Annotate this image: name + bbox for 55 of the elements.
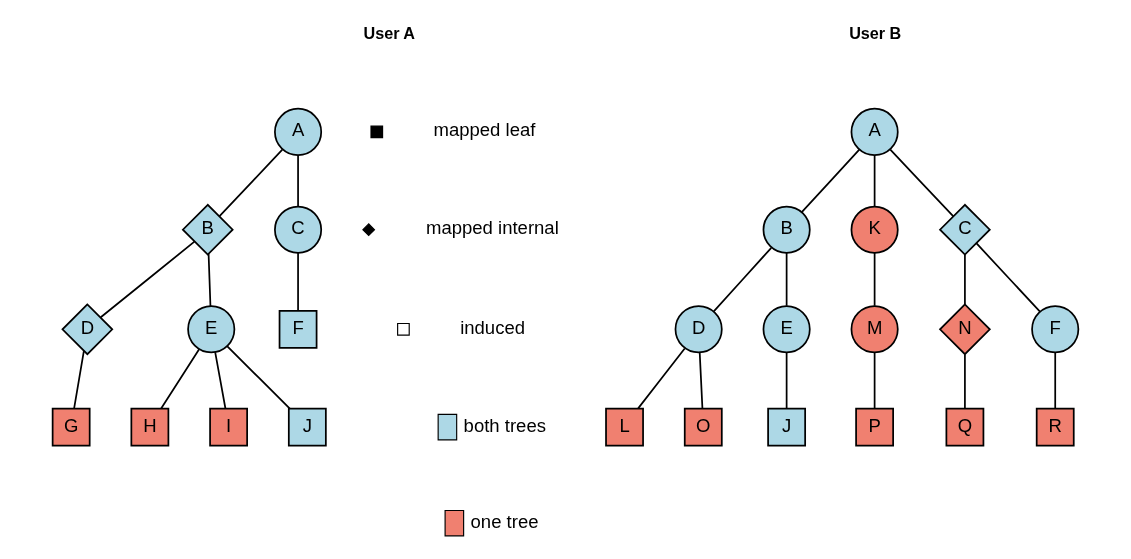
label: User B	[849, 23, 902, 42]
connector	[964, 353, 966, 410]
connector	[873, 252, 876, 307]
connector	[964, 254, 966, 306]
legend-label: both trees	[463, 414, 546, 436]
connector	[214, 351, 227, 410]
connector	[226, 345, 291, 410]
node-box: G	[51, 407, 91, 447]
node-box: F	[278, 309, 318, 349]
connector	[712, 246, 773, 313]
node-diamond: N	[938, 303, 992, 356]
connector	[218, 148, 284, 218]
connector	[1054, 351, 1057, 410]
node-diamond: D	[61, 303, 114, 356]
connector	[785, 351, 788, 410]
node-box: J	[767, 407, 806, 447]
node-box: H	[130, 407, 170, 447]
connector	[800, 148, 861, 213]
node-box: L	[605, 407, 644, 447]
legend-label: mapped leaf	[433, 119, 536, 141]
connector	[873, 351, 876, 410]
node-box: J	[287, 407, 327, 447]
label: User A	[363, 23, 416, 42]
connector	[698, 351, 704, 410]
connector	[785, 252, 788, 307]
connector	[637, 347, 686, 410]
node-circle: C	[274, 205, 323, 254]
connector	[873, 154, 876, 208]
node-box: P	[855, 407, 894, 447]
connector	[297, 252, 299, 312]
node-box: R	[1035, 407, 1075, 447]
node-box: Q	[945, 407, 985, 447]
node-circle: F	[1031, 305, 1080, 354]
connector	[889, 148, 955, 218]
connector	[160, 348, 200, 410]
node-diamond: B	[181, 203, 234, 256]
node-circle: B	[762, 205, 811, 254]
node-circle: E	[187, 305, 236, 354]
connector	[297, 154, 299, 208]
connector	[73, 350, 85, 410]
legend-label: mapped internal	[425, 217, 559, 239]
node-circle: A	[850, 107, 899, 156]
node-box: O	[683, 407, 723, 447]
connector	[975, 242, 1041, 313]
node-circle: M	[850, 305, 899, 354]
node-circle: E	[762, 305, 811, 354]
node-box: I	[209, 407, 248, 447]
connector	[207, 253, 212, 307]
connector	[99, 240, 196, 319]
node-circle: A	[274, 107, 323, 156]
legend-label: induced	[460, 316, 526, 338]
legend-label: one tree	[470, 510, 539, 532]
node-circle: D	[674, 305, 723, 354]
node-circle: K	[850, 205, 899, 254]
node-diamond: C	[938, 203, 992, 256]
